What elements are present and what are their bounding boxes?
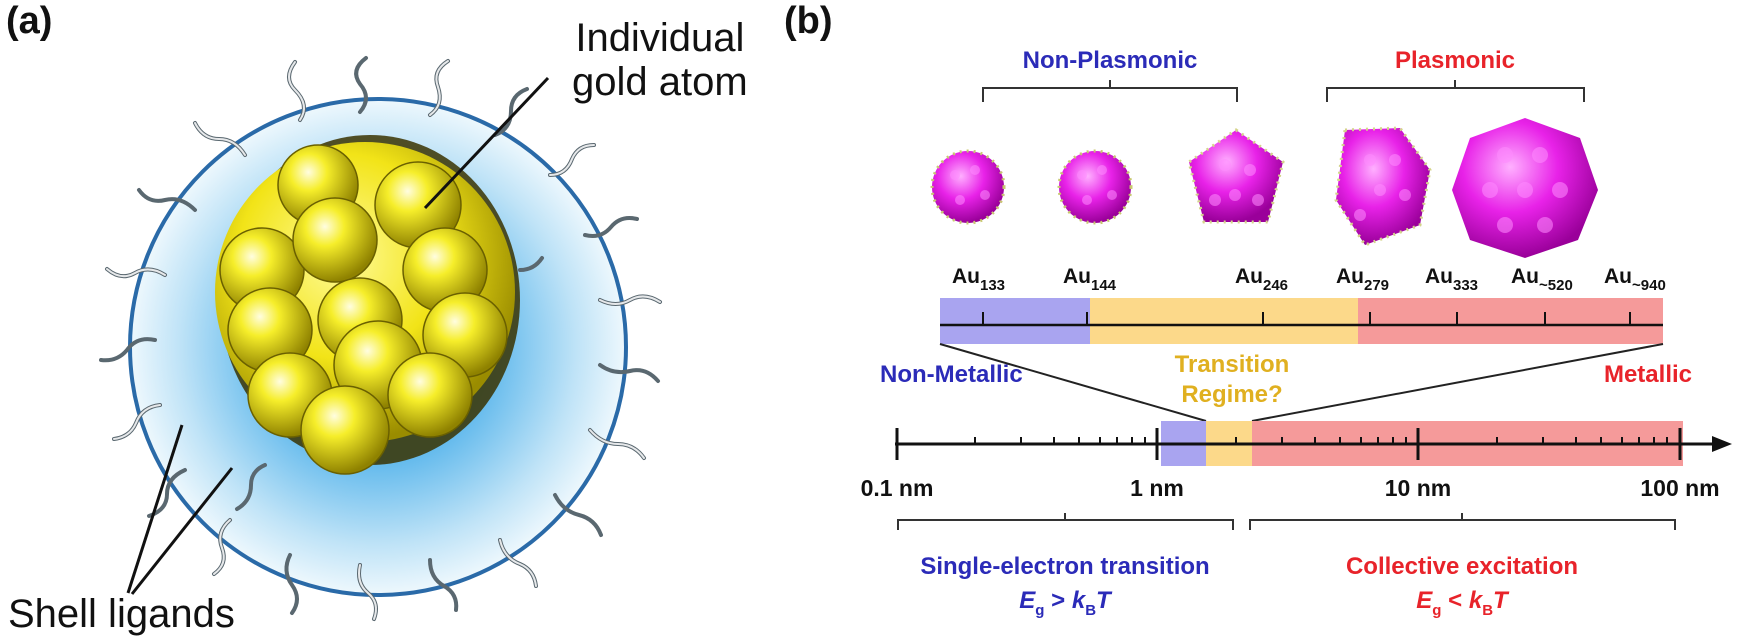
- zoom-line-right: [1251, 343, 1664, 422]
- single-electron-bracket: [897, 513, 1234, 530]
- gold-atoms: [219, 144, 508, 475]
- atom-callout-line1: Individual: [575, 16, 745, 60]
- plasmonic-bracket: [1326, 80, 1585, 102]
- collective-excitation-bracket: [1249, 513, 1676, 530]
- ligand-callout-line-2: [130, 467, 234, 595]
- axis-tick-label: 10 nm: [1385, 475, 1451, 501]
- zoom-line-left: [939, 343, 1207, 422]
- cluster-label-333: Au333: [1425, 265, 1478, 294]
- transition-label-line1: Transition: [1175, 351, 1290, 378]
- atom-callout-line2: gold atom: [572, 60, 748, 104]
- cluster-label-520: Au~520: [1511, 265, 1573, 294]
- atom-callout: Individual gold atom: [572, 16, 748, 104]
- non-plasmonic-bracket: [982, 80, 1238, 102]
- cluster-label-133: Au133: [952, 265, 1005, 294]
- transition-label-line2: Regime?: [1181, 381, 1282, 408]
- cluster-atom-dots: [950, 147, 1568, 233]
- cluster-au144: [1057, 149, 1133, 225]
- ligand-callout-line-1: [126, 424, 184, 594]
- collective-excitation-formula: Eg < kBT: [1416, 587, 1510, 619]
- cluster-label-246: Au246: [1235, 265, 1288, 294]
- cluster-label-144: Au144: [1063, 265, 1117, 294]
- collective-excitation-title: Collective excitation: [1346, 553, 1578, 580]
- non-metallic-label: Non-Metallic: [880, 361, 1023, 388]
- ligand-highlights: [106, 60, 661, 620]
- cluster-label-940: Au~940: [1604, 265, 1666, 294]
- size-axis: [895, 421, 1732, 466]
- cluster-au133: [930, 149, 1006, 225]
- plasmonic-title: Plasmonic: [1395, 47, 1515, 74]
- zoomed-scale-band: [940, 298, 1663, 344]
- single-electron-title: Single-electron transition: [920, 553, 1209, 580]
- panel-a-label: (a): [6, 0, 53, 42]
- cluster-au246: [1187, 128, 1285, 224]
- atom-callout-line: [423, 76, 550, 210]
- cluster-label-279: Au279: [1336, 265, 1389, 294]
- ligand-callout: Shell ligands: [8, 592, 235, 636]
- axis-tick-label: 1 nm: [1130, 475, 1184, 501]
- non-plasmonic-title: Non-Plasmonic: [1023, 47, 1198, 74]
- panel-b-label: (b): [784, 0, 833, 42]
- axis-tick-label: 100 nm: [1640, 475, 1719, 501]
- metallic-label: Metallic: [1604, 361, 1692, 388]
- axis-tick-label: 0.1 nm: [861, 475, 934, 501]
- cluster-labels: Au133 Au144 Au246 Au279 Au333 Au~520 Au~…: [952, 265, 1666, 294]
- single-electron-formula: Eg > kBT: [1019, 587, 1113, 619]
